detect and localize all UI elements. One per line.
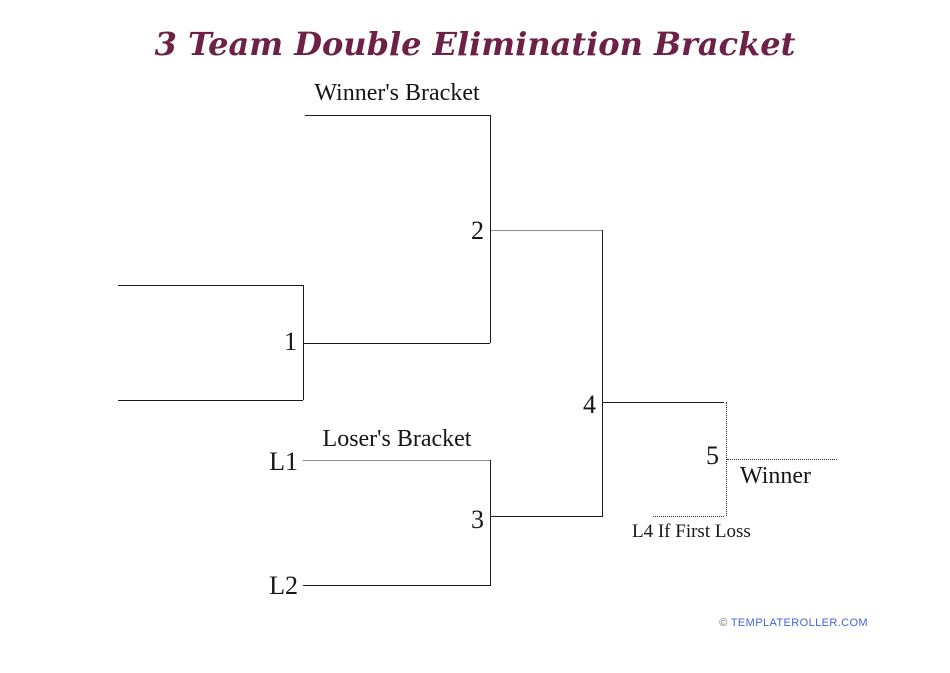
templateroller-link[interactable]: TEMPLATEROLLER.COM bbox=[730, 617, 868, 629]
match2-number: 2 bbox=[471, 216, 484, 245]
match1-output-line bbox=[304, 343, 490, 344]
loser2-team-line bbox=[303, 585, 490, 586]
match1-number: 1 bbox=[284, 327, 297, 356]
match4-vertical-line bbox=[602, 230, 603, 517]
l4-feed-dotted-line bbox=[653, 516, 724, 517]
match2-output-line bbox=[491, 230, 602, 231]
match1-team-a-line bbox=[118, 285, 303, 286]
winners-bracket-heading: Winner's Bracket bbox=[314, 80, 480, 106]
footer-credit: ©TEMPLATEROLLER.COM bbox=[600, 617, 868, 630]
loser1-team-line bbox=[303, 460, 490, 461]
match5-winner-dotted-line bbox=[727, 459, 837, 460]
match3-output-line bbox=[491, 516, 602, 517]
loser2-seed-label: L2 bbox=[269, 571, 298, 600]
match4-number: 4 bbox=[583, 390, 596, 419]
wb-bye-team-line bbox=[305, 115, 490, 116]
match5-vertical-dotted-line bbox=[726, 402, 727, 516]
copyright-icon: © bbox=[719, 617, 728, 629]
match3-vertical-line bbox=[490, 460, 491, 586]
match3-number: 3 bbox=[471, 505, 484, 534]
wb-match2-vertical-line bbox=[490, 115, 491, 343]
loser1-seed-label: L1 bbox=[269, 447, 298, 476]
page-title: 3 Team Double Elimination Bracket bbox=[154, 25, 796, 63]
match4-output-line bbox=[603, 402, 724, 403]
match5-number: 5 bbox=[706, 441, 719, 470]
l4-first-loss-note: L4 If First Loss bbox=[632, 521, 751, 542]
match1-vertical-line bbox=[303, 285, 304, 400]
losers-bracket-heading: Loser's Bracket bbox=[322, 426, 472, 452]
winner-label: Winner bbox=[740, 463, 812, 489]
match1-team-b-line bbox=[118, 400, 303, 401]
